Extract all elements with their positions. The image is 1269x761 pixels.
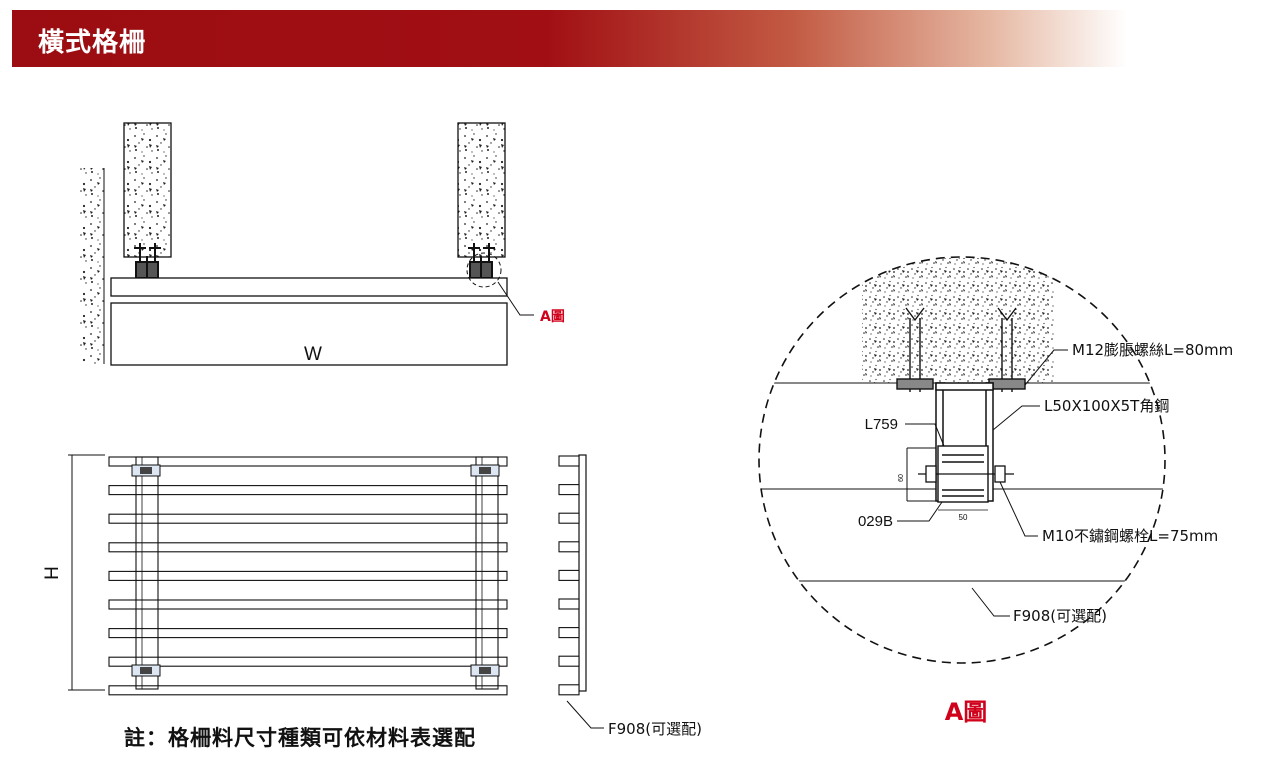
detail-a-marker [466,252,502,288]
angle-steel-leader [992,405,1040,431]
insert-leader [897,501,943,522]
slat [108,542,508,553]
angle-steel-label: L50X100X5T角鋼 [1044,397,1169,415]
bolt-leader [999,481,1038,537]
profile-label: L759 [865,416,898,433]
left-expansion-anchor [896,307,934,392]
top-rail [110,277,508,297]
side-callout-label: F908(可選配) [608,720,702,738]
front-view: H [42,454,508,696]
slat [108,513,508,524]
side-slat [558,569,580,581]
bracket-top-right [470,464,500,477]
right-mullion [475,456,499,690]
anchor-bolt-label: M12膨脹螺絲L=80mm [1072,341,1233,359]
side-slat [558,598,580,610]
slat [108,456,508,467]
detail-a-title: A圖 [945,698,988,726]
slat [108,628,508,639]
title-banner: 橫式格柵 [12,10,1127,67]
slat [108,485,508,496]
through-bolt [906,447,1014,502]
side-slat [558,512,580,524]
side-slat [558,455,580,467]
right-concrete-column [457,122,506,258]
left-mullion [135,456,159,690]
side-slats [558,455,580,696]
optional-label: F908(可選配) [1013,607,1107,625]
side-slat [558,627,580,639]
bracket-top-left [131,464,161,477]
dimension-width: 50 [959,513,968,522]
height-label: H [42,566,63,580]
detail-a-leader [497,281,534,316]
profile-leader [905,423,945,447]
side-slat [558,484,580,496]
slat [108,570,508,581]
page-title: 橫式格柵 [38,28,147,58]
bracket-bottom-right [470,664,500,677]
side-slat [558,684,580,696]
dimension-height: 60 [898,474,905,482]
slat [108,685,508,696]
wall-hatch [80,168,104,364]
slat [108,656,508,667]
detail-concrete [862,258,1054,383]
optional-leader [971,587,1010,617]
elevation-view: W A圖 [80,122,565,366]
side-mullion [578,454,587,692]
side-view: F908(可選配) [558,454,702,738]
material-note: 註：格柵料尺寸種類可依材料表選配 [124,726,476,750]
detail-a-boundary [758,256,1166,664]
bracket-bottom-left [131,664,161,677]
slats [108,456,508,696]
side-slat [558,655,580,667]
left-concrete-column [123,122,172,258]
width-label: W [304,344,322,365]
anchor-bolt-leader [1024,349,1068,386]
side-callout-leader [566,700,604,729]
detail-a: 60 50 M12膨脹螺絲L=80mm L50X100X5T角鋼 L759 02… [758,256,1233,726]
grille-body [110,302,508,366]
bolt-label: M10不鏽鋼螺栓L=75mm [1042,527,1218,545]
slat [108,599,508,610]
insert-label: 029B [858,513,893,530]
side-slat [558,541,580,553]
detail-a-callout: A圖 [540,308,565,325]
